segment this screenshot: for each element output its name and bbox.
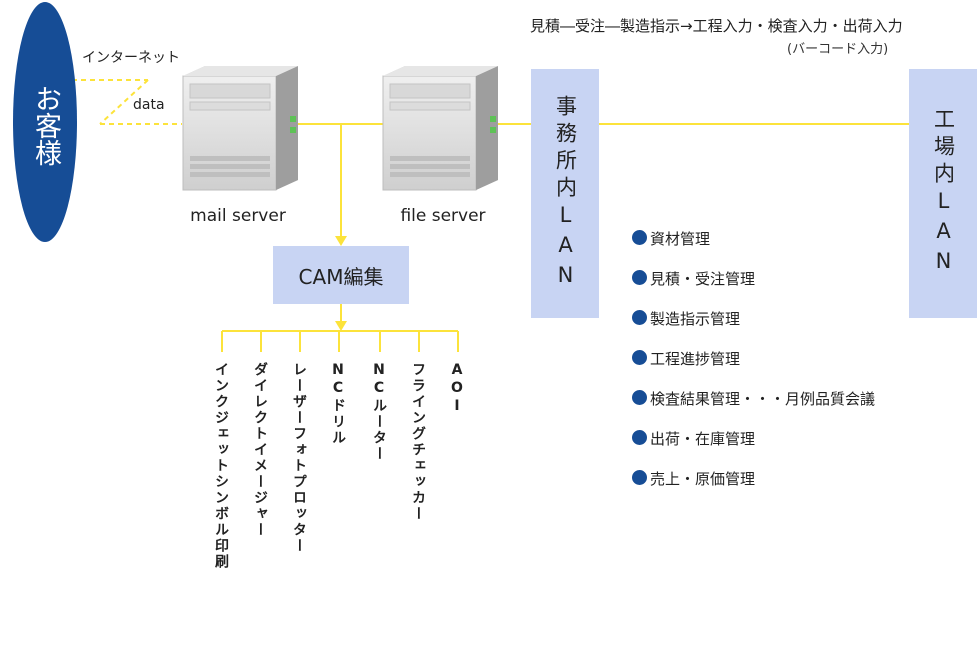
bullet-icon xyxy=(632,350,647,365)
workflow-subtext: (バーコード入力) xyxy=(787,42,889,57)
management-item-label: 製造指示管理 xyxy=(650,310,741,328)
list-item: 工程進捗管理 xyxy=(632,348,875,388)
management-list: 資材管理 見積・受注管理 製造指示管理 工程進捗管理 検査結果管理・・・月例品質… xyxy=(632,228,875,508)
factory-lan-label: 工場内LAN xyxy=(931,108,956,279)
customer-label: お客様 xyxy=(30,84,61,166)
office-lan-label: 事務所内LAN xyxy=(553,94,578,293)
management-item-label: 売上・原価管理 xyxy=(650,470,756,488)
factory-lan-box: 工場内LAN xyxy=(909,69,977,318)
management-item-label: 出荷・在庫管理 xyxy=(650,430,756,448)
list-item: 資材管理 xyxy=(632,228,875,268)
bullet-icon xyxy=(632,430,647,445)
file-server-icon xyxy=(382,66,498,191)
list-item: 売上・原価管理 xyxy=(632,468,875,508)
management-item-label: 工程進捗管理 xyxy=(650,350,741,368)
process-nc-router: NCルーター xyxy=(371,362,387,462)
process-aoi: AOI xyxy=(449,362,465,416)
process-direct-imager: ダイレクトイメージャー xyxy=(252,362,268,538)
management-item-label: 資材管理 xyxy=(650,230,711,248)
file-server-label: file server xyxy=(400,206,486,226)
internet-label: インターネット xyxy=(82,50,180,66)
list-item: 見積・受注管理 xyxy=(632,268,875,308)
bullet-icon xyxy=(632,390,647,405)
arrow-to-cam xyxy=(335,236,347,246)
list-item: 検査結果管理・・・月例品質会議 xyxy=(632,388,875,428)
network-lines xyxy=(221,123,910,352)
process-inkjet: インクジェットシンボル印刷 xyxy=(213,362,229,570)
customer-ellipse xyxy=(13,2,77,242)
data-label: data xyxy=(133,97,165,113)
cam-edit-label: CAM編集 xyxy=(298,264,384,289)
bullet-icon xyxy=(632,470,647,485)
cam-edit-box: CAM編集 xyxy=(273,246,409,304)
office-lan-box: 事務所内LAN xyxy=(531,69,599,318)
list-item: 製造指示管理 xyxy=(632,308,875,348)
management-item-label: 見積・受注管理 xyxy=(650,270,756,288)
bullet-icon xyxy=(632,230,647,245)
process-flying-checker: フライングチェッカー xyxy=(410,362,426,522)
process-nc-drill: NCドリル xyxy=(330,362,346,446)
workflow-text: 見積―受注―製造指示→工程入力・検査入力・出荷入力 xyxy=(530,17,903,35)
internet-dashed-lines xyxy=(72,79,182,125)
process-laser-photoplotter: レーザーフォトプロッター xyxy=(291,362,307,554)
bullet-icon xyxy=(632,310,647,325)
mail-server-label: mail server xyxy=(190,206,286,226)
management-item-label: 検査結果管理・・・月例品質会議 xyxy=(650,390,876,408)
arrow-to-processes xyxy=(335,321,347,331)
mail-server-icon xyxy=(182,66,298,191)
bullet-icon xyxy=(632,270,647,285)
list-item: 出荷・在庫管理 xyxy=(632,428,875,468)
